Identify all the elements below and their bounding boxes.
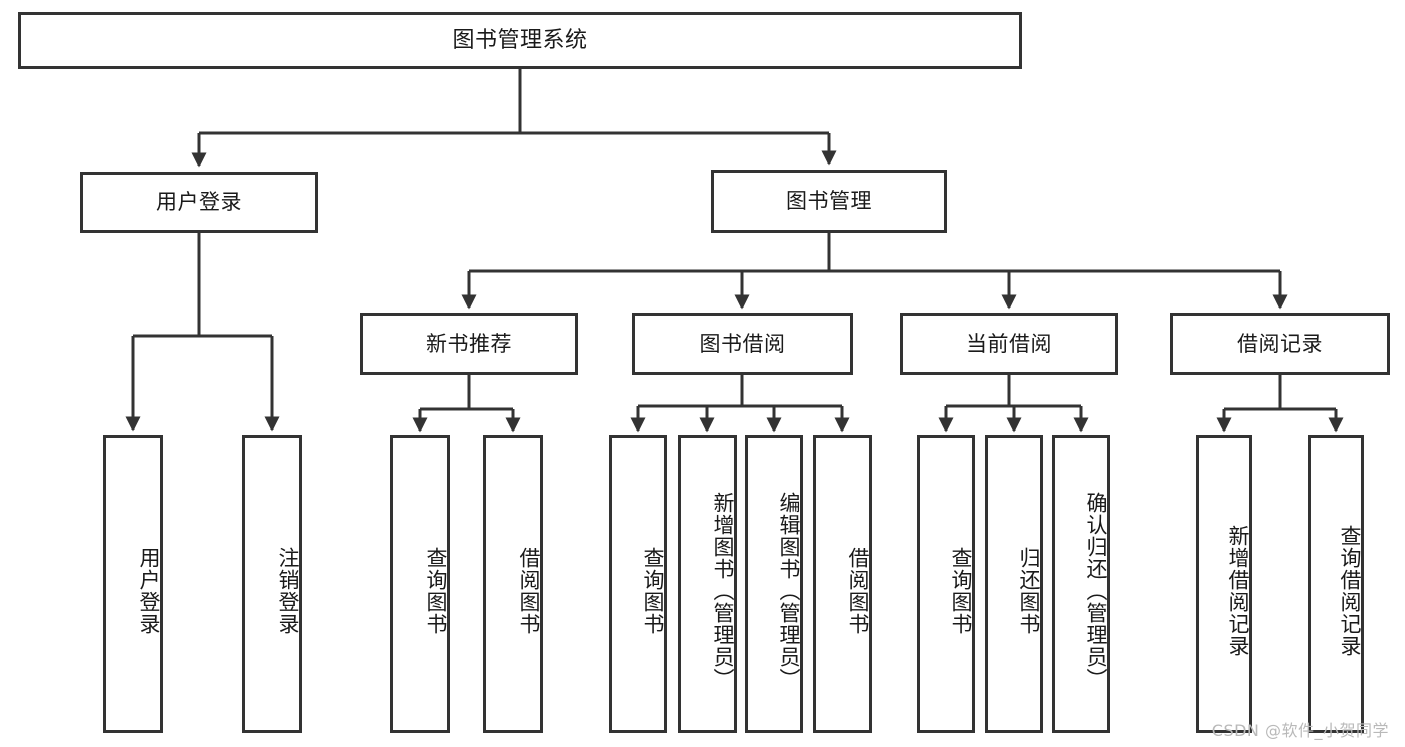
leaf-return-book[interactable]: 归还图书 — [985, 435, 1043, 733]
leaf-query-book-current[interactable]: 查询图书 — [917, 435, 975, 733]
leaf-confirm-return-admin[interactable]: 确认归还（管理员） — [1052, 435, 1110, 733]
watermark-credit: CSDN @软件_小贺同学 — [1211, 721, 1389, 740]
node-borrow-record[interactable]: 借阅记录 — [1170, 313, 1390, 375]
leaf-borrow-book-newbook[interactable]: 借阅图书 — [483, 435, 543, 733]
node-user-login[interactable]: 用户登录 — [80, 172, 318, 233]
node-current-borrow[interactable]: 当前借阅 — [900, 313, 1118, 375]
leaf-add-borrow-record[interactable]: 新增借阅记录 — [1196, 435, 1252, 733]
leaf-query-book-newbook[interactable]: 查询图书 — [390, 435, 450, 733]
node-book-management[interactable]: 图书管理 — [711, 170, 947, 233]
leaf-logout[interactable]: 注销登录 — [242, 435, 302, 733]
leaf-user-login[interactable]: 用户登录 — [103, 435, 163, 733]
node-root-system[interactable]: 图书管理系统 — [18, 12, 1022, 69]
node-new-book-recommend[interactable]: 新书推荐 — [360, 313, 578, 375]
leaf-query-book-borrow[interactable]: 查询图书 — [609, 435, 667, 733]
leaf-query-borrow-record[interactable]: 查询借阅记录 — [1308, 435, 1364, 733]
leaf-borrow-book[interactable]: 借阅图书 — [813, 435, 872, 733]
leaf-add-book-admin[interactable]: 新增图书（管理员） — [678, 435, 737, 733]
node-book-borrow[interactable]: 图书借阅 — [632, 313, 853, 375]
leaf-edit-book-admin[interactable]: 编辑图书（管理员） — [745, 435, 803, 733]
